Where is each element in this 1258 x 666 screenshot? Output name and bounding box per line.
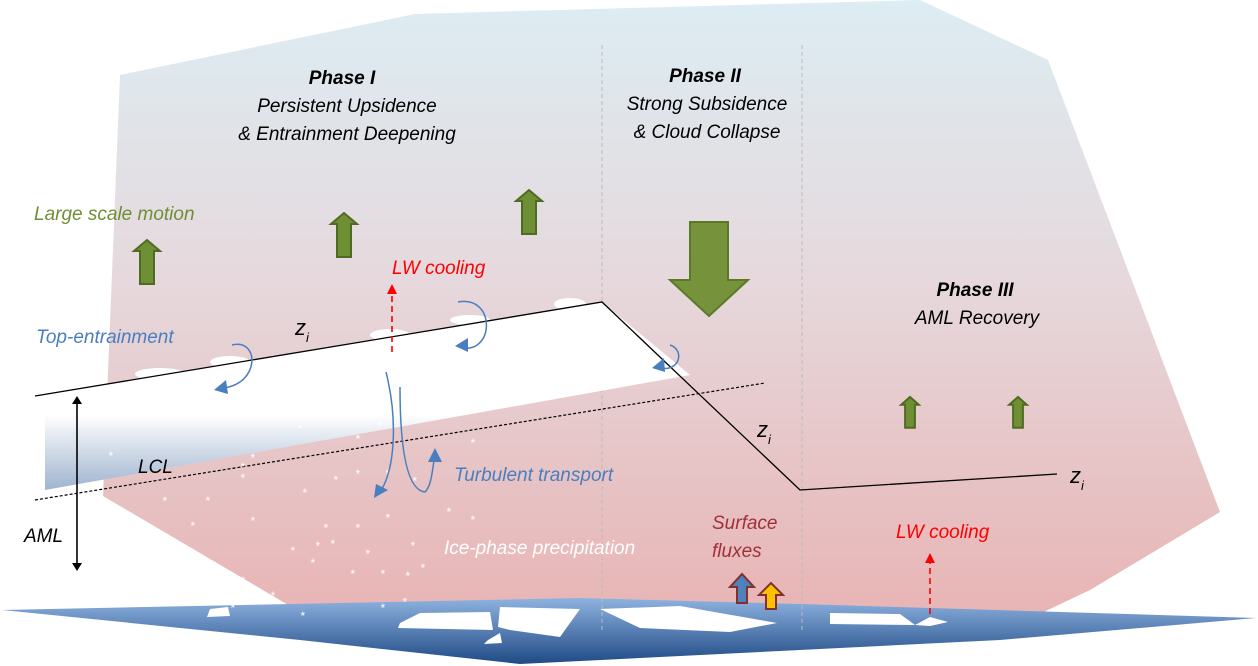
snowflake-icon: * — [230, 601, 235, 615]
snowflake-icon: * — [190, 519, 195, 533]
snowflake-icon: * — [240, 574, 245, 588]
phase3-line1: AML Recovery — [914, 308, 1041, 329]
svg-text:i: i — [306, 330, 310, 345]
snowflake-icon: * — [470, 513, 475, 527]
svg-text:i: i — [1081, 478, 1085, 493]
upward-motion-arrow — [898, 395, 922, 429]
inversion-height-line — [34, 301, 1058, 491]
snowflake-icon: * — [350, 567, 355, 581]
cloud-top-bumps — [135, 298, 586, 380]
phase2-title: Phase II — [669, 66, 742, 87]
aml-depth-arrow — [72, 396, 82, 571]
phase3-title: Phase III — [936, 280, 1014, 301]
snowflake-icon: * — [446, 505, 451, 519]
snowflake-icon: * — [250, 514, 255, 528]
top-entrainment-label: Top-entrainment — [36, 327, 174, 348]
snowflake-icon: * — [380, 601, 385, 615]
snowflake-icon: * — [323, 521, 328, 535]
snowflake-icon: * — [470, 436, 475, 450]
snowflake-icon: * — [385, 511, 390, 525]
lw-cooling-label-bottom: LW cooling — [896, 522, 990, 543]
arrowhead — [387, 284, 397, 294]
strong-subsidence-arrow — [667, 221, 751, 318]
svg-text:z: z — [294, 315, 306, 340]
snowflake-icon: * — [517, 399, 522, 413]
snowflake-icon: * — [250, 451, 255, 465]
sea-surface — [2, 598, 1256, 664]
snowflake-icon: * — [420, 561, 425, 575]
upward-motion-arrow — [1006, 395, 1030, 429]
snowflake-icon: * — [355, 467, 360, 481]
snowflake-icon: * — [162, 494, 167, 508]
snowflake-icon: * — [412, 474, 417, 488]
snowflake-icon: * — [300, 609, 305, 623]
snowflake-icon: * — [290, 544, 295, 558]
phase1-line2: & Entrainment Deepening — [238, 124, 456, 145]
snowflake-icon: * — [297, 422, 302, 436]
large-scale-motion-label: Large scale motion — [34, 204, 195, 225]
sea-ice-floes — [207, 606, 948, 644]
upward-motion-arrow — [131, 238, 163, 285]
snowflake-icon: * — [410, 539, 415, 553]
snowflake-icon: * — [355, 432, 360, 446]
svg-text:z: z — [1069, 463, 1081, 488]
upward-motion-arrow — [513, 188, 545, 235]
phase2-line2: & Cloud Collapse — [634, 122, 781, 143]
snowflake-icon: * — [315, 539, 320, 553]
surface-flux-arrows — [727, 572, 786, 610]
snowflake-icon: * — [205, 494, 210, 508]
phase2-line1: Strong Subsidence — [627, 94, 788, 115]
snowflake-icon: * — [402, 595, 407, 609]
lw-cooling-label-top: LW cooling — [392, 258, 486, 279]
snowflake-icon: * — [302, 486, 307, 500]
turbulent-transport-label: Turbulent transport — [454, 465, 614, 486]
snowflake-icon: * — [310, 556, 315, 570]
snowflake-icon: * — [108, 449, 113, 463]
arrowhead — [925, 553, 935, 563]
lcl-line — [34, 382, 766, 501]
snowflake-icon: * — [240, 471, 245, 485]
surface-fluxes-label-1: Surface — [712, 513, 777, 534]
snowflake-icon: * — [380, 567, 385, 581]
surface-fluxes-label-2: fluxes — [712, 541, 762, 562]
large-scale-upward-arrows — [131, 188, 1030, 429]
entrainment-eddies — [214, 300, 680, 498]
phase1-line1: Persistent Upsidence — [257, 96, 437, 117]
snowflake-icon: * — [355, 521, 360, 535]
svg-text:z: z — [756, 417, 768, 442]
snowflake-icon: * — [365, 547, 370, 561]
lcl-label: LCL — [138, 457, 173, 478]
snowflake-icon: * — [330, 537, 335, 551]
svg-text:i: i — [768, 432, 772, 447]
snowflake-icon: * — [270, 589, 275, 603]
phase1-title: Phase I — [309, 68, 376, 89]
lw-cooling-arrows — [391, 292, 931, 614]
atmosphere-region — [103, 0, 1220, 628]
cloud-layer — [45, 302, 690, 490]
snowflake-icon: * — [405, 569, 410, 583]
upward-motion-arrow — [328, 211, 360, 258]
snowflake-icon: * — [333, 473, 338, 487]
snowflake-icon: * — [240, 460, 245, 474]
ice-precipitation-label: Ice-phase precipitation — [444, 538, 635, 559]
snowflake-icon: * — [378, 419, 383, 433]
aml-label: AML — [23, 526, 63, 547]
